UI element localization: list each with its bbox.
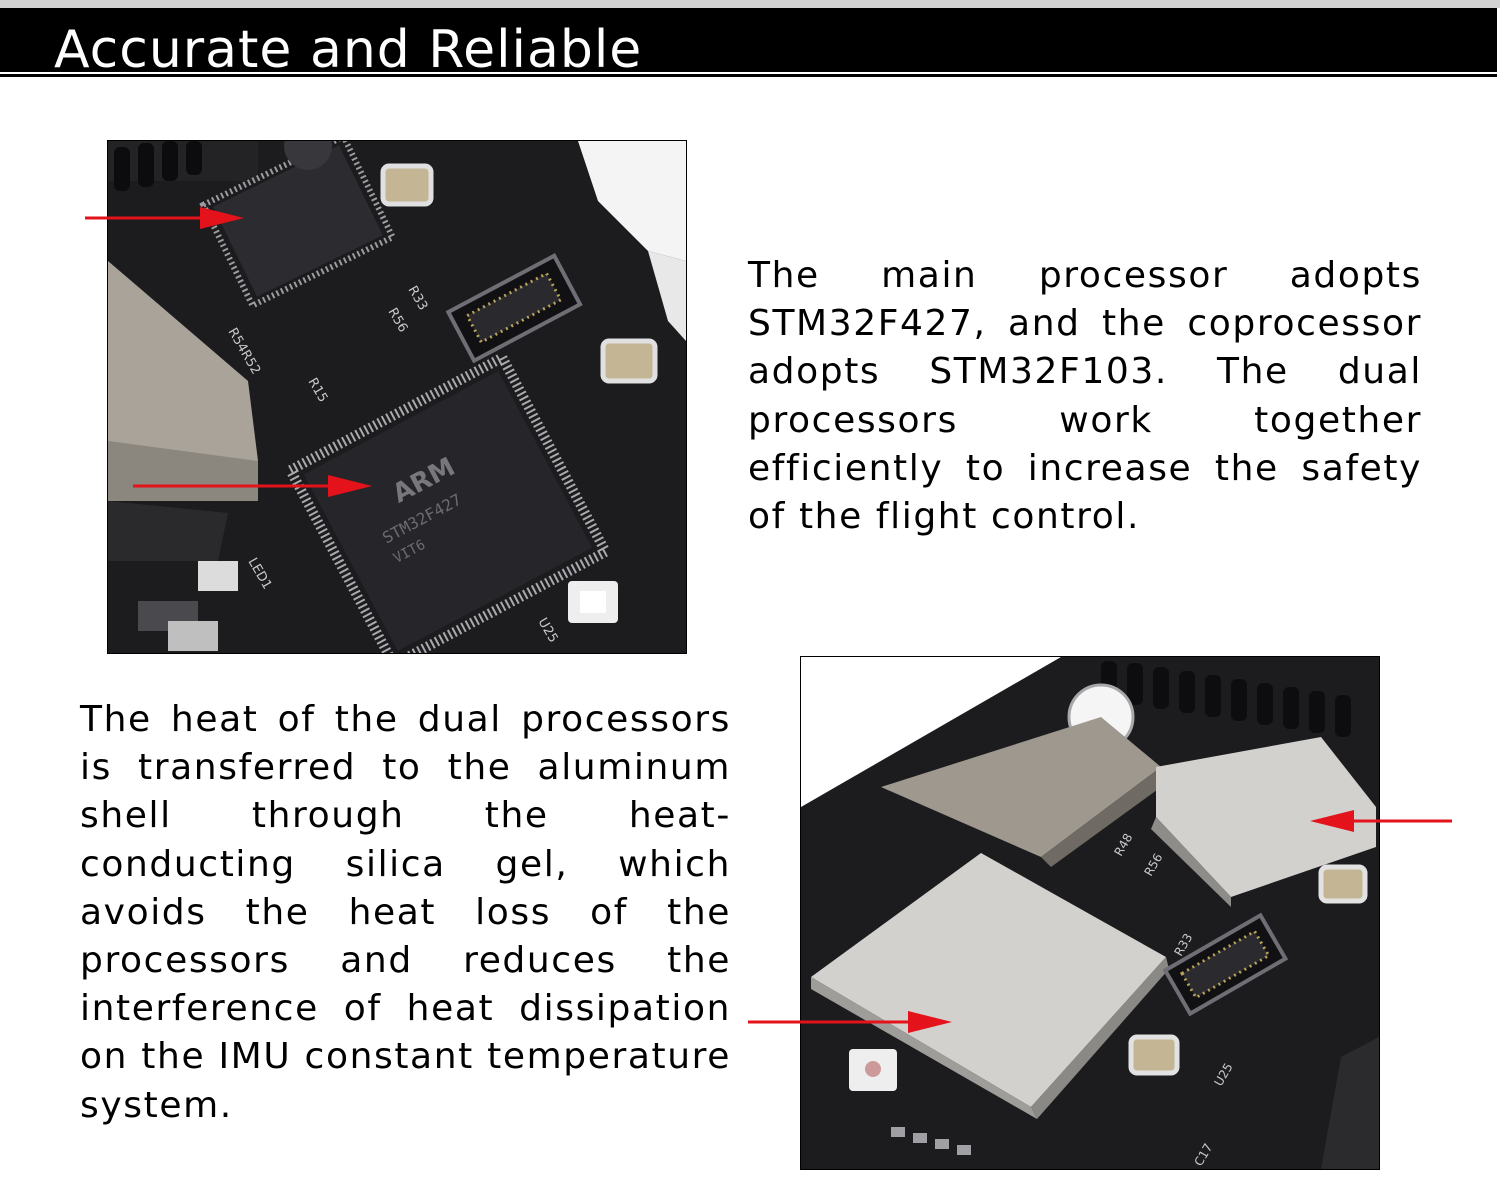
header-bar: Accurate and Reliable xyxy=(0,8,1497,80)
processor-description: The main processor adopts STM32F427, and… xyxy=(748,255,1422,538)
top-rule xyxy=(0,0,1500,8)
heat-transfer-description: The heat of the dual proces­sors is tran… xyxy=(80,699,731,1126)
header-underline xyxy=(0,74,1497,77)
thermal-pad-board-photo: R48 R56 R33 U25 C17 xyxy=(800,656,1380,1170)
processor-board-photo: ARM STM32F427 VIT6 R54R52 R15 R56 R33 LE… xyxy=(107,140,687,654)
page-title: Accurate and Reliable xyxy=(54,20,643,80)
